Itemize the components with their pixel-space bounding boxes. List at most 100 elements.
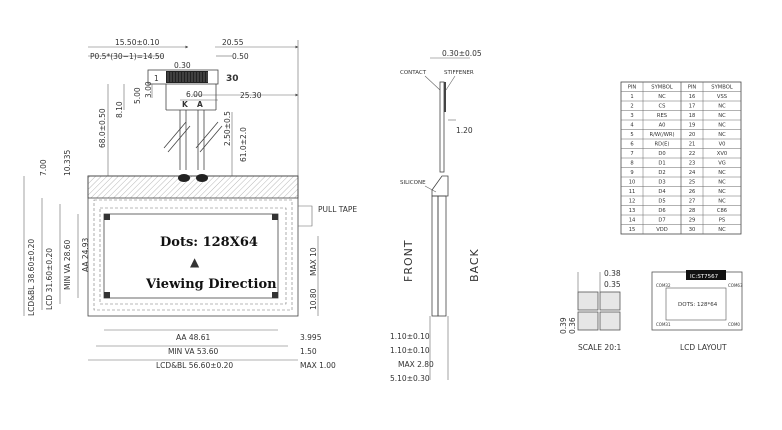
- silicone-leader: [424, 185, 437, 193]
- pin-symbol: NC: [658, 94, 666, 100]
- pin-number: 30: [689, 227, 696, 233]
- pin-number: 28: [689, 208, 696, 214]
- dim-pitch: P0.5*(30−1)=14.50: [90, 52, 165, 61]
- glass-layer: [431, 195, 439, 317]
- dim-150: 1.50: [300, 347, 317, 356]
- pin-symbol: D3: [658, 179, 665, 185]
- pin-symbol: VDD: [656, 227, 668, 233]
- fpc-contact-stripes: [167, 72, 208, 82]
- dim-500: 5.00: [133, 87, 142, 104]
- fpc-mark-k: K: [182, 100, 189, 109]
- pin-symbol: NC: [718, 227, 726, 233]
- pin-symbol: D7: [658, 217, 665, 223]
- break-line-left-2: [167, 125, 191, 153]
- dim-2530: 25.30: [240, 91, 262, 100]
- dim-2055: 20.55: [222, 38, 244, 47]
- pin-number: 4: [630, 122, 634, 128]
- side-dim-4: 5.10±0.30: [390, 374, 430, 383]
- pin-symbol: D5: [658, 198, 665, 204]
- pin-table-header: PIN: [628, 84, 637, 90]
- pin-table-header: PIN: [688, 84, 697, 90]
- contact-label: CONTACT: [400, 70, 427, 76]
- dim-lcdbl-w: LCD&BL 56.60±0.20: [156, 361, 233, 370]
- pin-number: 25: [689, 179, 696, 185]
- pin-number: 9: [630, 170, 633, 176]
- silicone-bead: [431, 175, 449, 197]
- dim-600: 6.00: [186, 90, 203, 99]
- pin-table-header: SYMBOL: [651, 84, 672, 90]
- contact-leader: [424, 75, 441, 91]
- pin-symbol: NC: [718, 179, 726, 185]
- pin-symbol: D6: [658, 208, 665, 214]
- side-top-dim: 0.30±0.05: [442, 49, 482, 58]
- pin-number: 7: [630, 151, 633, 157]
- pin-number: 16: [689, 94, 696, 100]
- pin-number: 2: [630, 103, 633, 109]
- direction-arrow: ▲: [190, 255, 200, 269]
- stiffener-leader: [445, 75, 456, 91]
- scale-035: 0.35: [604, 280, 621, 289]
- break-line-right: [195, 121, 219, 149]
- scale-038: 0.38: [604, 269, 621, 278]
- dim-10335: 10.335: [63, 150, 72, 176]
- layout-com-d: COM0: [728, 322, 740, 327]
- dim-aa-w: AA 48.61: [176, 333, 211, 342]
- pin-table-header: SYMBOL: [711, 84, 732, 90]
- pixel-tr: [599, 291, 621, 311]
- layout-active: [665, 287, 727, 321]
- pin-number: 3: [630, 113, 633, 119]
- pin-symbol: NC: [718, 170, 726, 176]
- dim-3995: 3.995: [300, 333, 322, 342]
- pin-symbol: VSS: [717, 94, 727, 100]
- side-dim-120: 1.20: [456, 126, 473, 135]
- pin-number: 19: [689, 122, 696, 128]
- layout-dots: DOTS: 128*64: [678, 302, 718, 308]
- pin-symbol: NC: [718, 113, 726, 119]
- corner-mark-br: [272, 292, 278, 298]
- pin-symbol: NC: [718, 122, 726, 128]
- bl-outline: [93, 199, 293, 311]
- pin-symbol: PS: [719, 217, 725, 223]
- pin-number: 5: [630, 132, 633, 138]
- pixel-bl: [577, 311, 599, 331]
- pin-number: 6: [630, 141, 633, 147]
- pull-tape-tab: [298, 205, 313, 227]
- ic-label: IC:ST7567: [690, 274, 719, 280]
- pin-number: 15: [629, 227, 636, 233]
- dim-lcd-h: LCD 31.60±0.20: [45, 248, 54, 310]
- pin-last-label: 30: [226, 74, 239, 84]
- dots-text: Dots: 128X64: [160, 235, 258, 250]
- dim-aa-h: AA 24.93: [81, 237, 90, 272]
- side-dim-1: 1.10±0.10: [390, 332, 430, 341]
- pin-number: 20: [689, 132, 696, 138]
- pin-symbol: RD(E): [655, 141, 670, 147]
- dim-lcdbl-h: LCD&BL 38.60±0.20: [27, 239, 36, 316]
- fpc-contacts: [166, 71, 208, 83]
- pin-number: 22: [689, 151, 696, 157]
- lcd-layout: IC:ST7567 DOTS: 128*64 COM32 COM63 COM31…: [651, 270, 743, 352]
- pin-number: 14: [629, 217, 636, 223]
- fpc-head: [147, 69, 219, 85]
- pin-symbol: R/W(/WR): [649, 132, 674, 138]
- pin-symbol: A0: [659, 122, 666, 128]
- pixel-tl: [577, 291, 599, 311]
- pin-number: 27: [689, 198, 696, 204]
- dim-6800: 68.0±0.50: [98, 108, 107, 148]
- lcd-outline: [99, 207, 287, 305]
- layout-com-c: COM31: [656, 322, 671, 327]
- pin-symbol: D1: [658, 160, 665, 166]
- pin-first-label: 1: [154, 74, 159, 83]
- pin-symbol: RES: [657, 113, 667, 119]
- dim-width: 15.50±0.10: [115, 38, 160, 47]
- pixel-br: [599, 311, 621, 331]
- scale-label: SCALE 20:1: [578, 343, 621, 352]
- break-line-left: [163, 121, 187, 149]
- pin-symbol: NC: [718, 189, 726, 195]
- fpc-side: [439, 81, 445, 173]
- pin-symbol: C86: [717, 208, 727, 214]
- dim-250: 2.50±0.5: [223, 111, 232, 146]
- dim-1080: 10.80: [309, 288, 318, 310]
- ic-block: [686, 270, 726, 280]
- side-view: 0.30±0.05 CONTACT STIFFENER 1.20 SILICON…: [390, 49, 482, 383]
